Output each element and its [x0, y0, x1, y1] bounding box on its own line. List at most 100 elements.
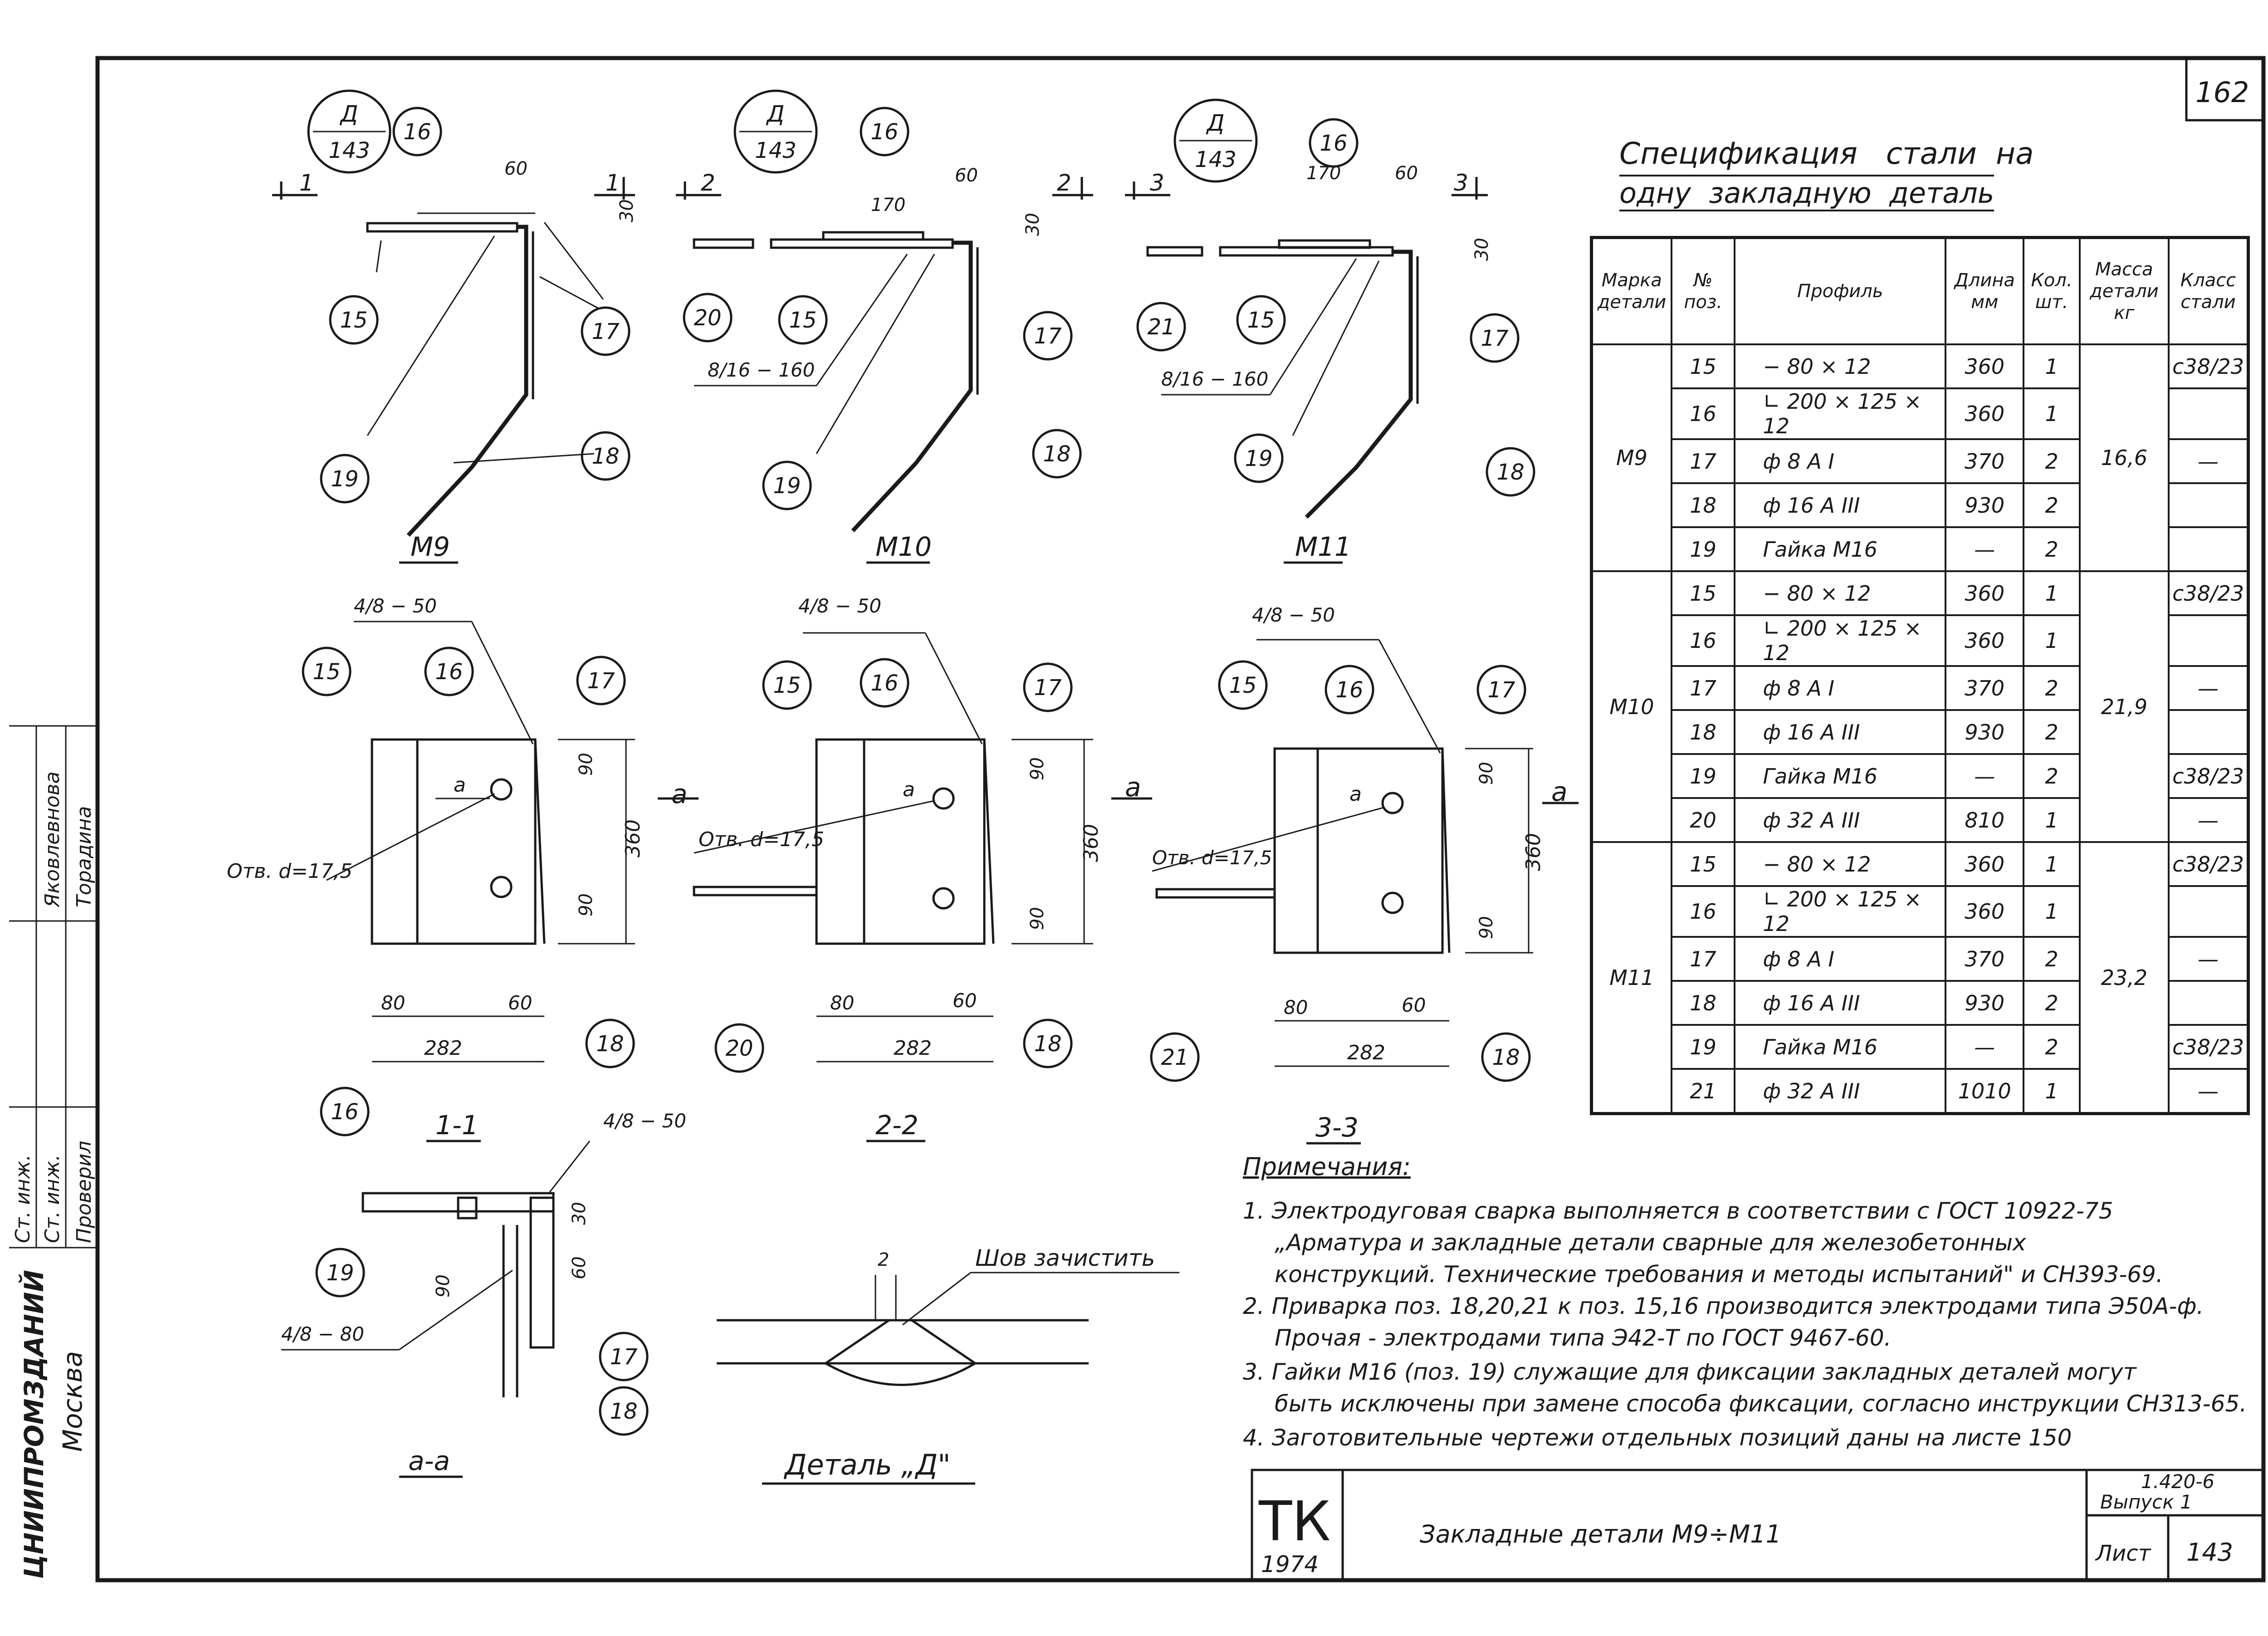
stamp-city: Москва [57, 1351, 88, 1452]
position-number: 19 [331, 466, 358, 492]
hdr-mark: Марка детали [1590, 236, 1672, 345]
spec-profile: Гайка М16 [1734, 1024, 1947, 1070]
position-number: 16 [403, 119, 431, 145]
position-number: 16 [1320, 131, 1347, 156]
view-label-m9: М9 [411, 531, 450, 562]
position-number: 18 [596, 1031, 624, 1057]
view-m11: 3 3 170 60 30 8/16 − 160 М11 [1125, 163, 1492, 564]
spec-profile: − 80 × 12 [1734, 570, 1947, 616]
position-number: 18 [1043, 441, 1070, 467]
svg-text:60: 60 [504, 158, 528, 179]
position-number: 16 [331, 1099, 358, 1125]
spec-profile: ф 32 А III [1734, 1068, 1947, 1115]
spec-profile: ф 8 А I [1734, 936, 1947, 982]
spec-qty: 2 [2023, 753, 2081, 799]
svg-text:2: 2 [878, 1249, 889, 1270]
svg-text:а: а [454, 774, 466, 797]
spec-profile: ф 16 А III [1734, 980, 1947, 1026]
position-callout: 19 [320, 454, 370, 504]
spec-pos: 15 [1670, 841, 1736, 887]
svg-text:а: а [903, 778, 915, 801]
position-callout: 15 [329, 295, 379, 345]
position-callout: 21 [1136, 302, 1186, 352]
title-sheet-number: 143 [2186, 1538, 2233, 1567]
spec-pos: 16 [1670, 387, 1736, 440]
spec-class: с38/23 [2168, 343, 2249, 389]
spec-qty: 2 [2023, 1024, 2081, 1070]
stamp-name-2: Торадина [73, 806, 96, 907]
spec-length: 930 [1945, 482, 2025, 528]
spec-profile: ∟ 200 × 125 × 12 [1734, 387, 1947, 440]
position-callout: 15 [302, 647, 352, 696]
spec-pos: 17 [1670, 665, 1736, 711]
spec-title-line-2: одну закладную деталь [1619, 175, 1994, 211]
spec-qty: 1 [2023, 797, 2081, 843]
spec-length: 360 [1945, 343, 2025, 389]
position-number: 15 [1229, 673, 1256, 698]
position-number: 17 [1481, 326, 1509, 351]
svg-text:8/16 − 160: 8/16 − 160 [708, 359, 815, 381]
position-number: 16 [1335, 677, 1363, 703]
position-number: 16 [435, 659, 463, 685]
svg-text:360: 360 [1522, 833, 1545, 871]
spec-mass: 23,2 [2078, 841, 2170, 1115]
note-line: „Арматура и закладные детали сварные для… [1275, 1229, 2026, 1256]
view-label-m10: М10 [875, 531, 932, 562]
svg-text:30: 30 [569, 1202, 590, 1225]
svg-text:60: 60 [508, 992, 532, 1014]
position-number: 17 [1487, 677, 1515, 703]
stamp-role-2: Ст. инж. [41, 1155, 64, 1243]
spec-qty: 2 [2023, 526, 2081, 572]
position-number: 18 [591, 444, 619, 469]
spec-title-line-1: Спецификация стали на [1619, 136, 2034, 171]
spec-length: 360 [1945, 387, 2025, 440]
view-m10: 2 2 170 60 30 8/16 − 160 М10 [676, 165, 1093, 564]
spec-length: 810 [1945, 797, 2025, 843]
spec-class [2168, 709, 2249, 755]
spec-qty: 2 [2023, 980, 2081, 1026]
spec-length: 1010 [1945, 1068, 2025, 1115]
position-callout: 18 [585, 1019, 635, 1068]
spec-qty: 2 [2023, 936, 2081, 982]
spec-mass: 16,6 [2078, 343, 2170, 572]
position-callout: 20 [683, 293, 733, 343]
spec-mark: М9 [1590, 343, 1672, 572]
position-callout: 17 [1023, 662, 1073, 712]
svg-text:4/8 − 50: 4/8 − 50 [798, 595, 881, 617]
spec-qty: 2 [2023, 482, 2081, 528]
spec-qty: 2 [2023, 709, 2081, 755]
hdr-mass: Масса детали кг [2078, 236, 2170, 345]
svg-text:143: 143 [755, 138, 797, 163]
position-callout: 17 [1476, 665, 1526, 715]
position-number: 17 [1034, 675, 1062, 700]
sheet-frame [95, 56, 2266, 1582]
position-callout: 18 [581, 431, 631, 481]
view-label-2-2: 2-2 [875, 1110, 919, 1141]
spec-profile: ∟ 200 × 125 × 12 [1734, 614, 1947, 667]
svg-text:а: а [1349, 783, 1362, 806]
svg-text:4/8 − 50: 4/8 − 50 [603, 1110, 686, 1132]
spec-class: с38/23 [2168, 841, 2249, 887]
view-label-3-3: 3-3 [1315, 1112, 1359, 1143]
position-number: 15 [340, 308, 367, 333]
hdr-profile: Профиль [1734, 236, 1947, 345]
spec-profile: Гайка М16 [1734, 526, 1947, 572]
svg-text:360: 360 [621, 819, 645, 857]
spec-table: Марка детали № поз. Профиль Длина мм Кол… [1590, 236, 2250, 1115]
spec-qty: 1 [2023, 387, 2081, 440]
svg-text:90: 90 [1476, 916, 1497, 939]
hdr-pos: № поз. [1670, 236, 1736, 345]
svg-text:170: 170 [871, 195, 905, 216]
spec-pos: 18 [1670, 482, 1736, 528]
spec-profile: ф 32 А III [1734, 797, 1947, 843]
position-callout: 18 [1032, 429, 1082, 479]
position-number: 20 [725, 1036, 753, 1061]
page-number: 162 [2195, 76, 2249, 109]
